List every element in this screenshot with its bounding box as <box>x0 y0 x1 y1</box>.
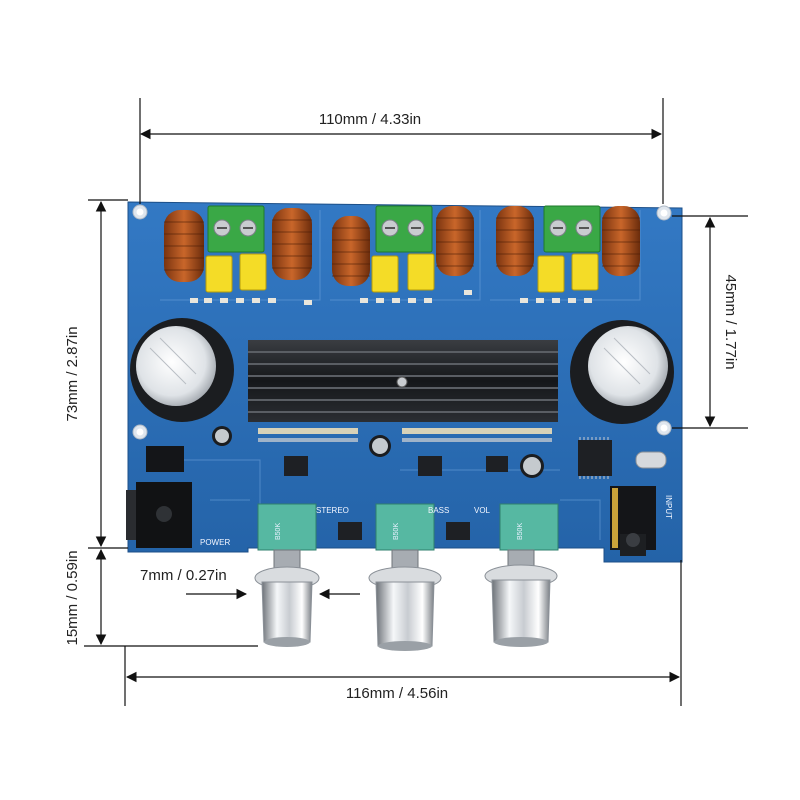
knob-bass <box>368 549 442 651</box>
silk-input-label: INPUT <box>664 495 673 519</box>
film-capacitors <box>205 253 599 293</box>
ic-pins <box>579 437 609 479</box>
film-capacitor <box>537 255 565 293</box>
knob-vol <box>484 549 558 647</box>
header-pins <box>258 428 552 442</box>
inductor-coil <box>436 206 474 276</box>
mounting-hole <box>136 208 144 216</box>
pcb-board: POWER STEREO BASS VOL INPUT B50K B50K B5… <box>126 201 683 563</box>
dim-label-top-width: 110mm / 4.33in <box>319 111 421 128</box>
film-capacitor <box>371 255 399 293</box>
integrated-circuits <box>284 440 612 540</box>
potentiometer-housing <box>257 503 317 551</box>
heatsink <box>248 340 558 422</box>
dim-label-bottom-width: 116mm / 4.56in <box>346 685 448 702</box>
potentiometer-housing <box>499 503 559 551</box>
film-capacitor <box>239 253 267 291</box>
mounting-holes <box>132 204 672 440</box>
inductor-coils <box>164 206 640 286</box>
film-capacitor <box>205 255 233 293</box>
mounting-hole <box>660 424 668 432</box>
dim-label-knob-diameter: 7mm / 0.27in <box>140 567 227 584</box>
film-capacitor <box>571 253 599 291</box>
heatsink-screw <box>396 376 408 388</box>
dimension-lines <box>84 98 748 706</box>
silk-power-label: POWER <box>200 538 230 547</box>
speaker-terminal <box>207 205 265 253</box>
potentiometer-housing <box>375 503 435 551</box>
silk-stereo-label: STEREO <box>316 506 349 515</box>
ic-chip <box>418 456 442 476</box>
ic-chip <box>284 456 308 476</box>
knobs <box>254 549 558 651</box>
power-jack <box>126 446 192 548</box>
potentiometers <box>257 503 559 551</box>
smd-components <box>190 290 592 305</box>
silk-vol-label: VOL <box>474 506 491 515</box>
audio-input-jack <box>610 486 656 556</box>
mounting-hole <box>136 428 144 436</box>
silk-bass-label: BASS <box>428 506 449 515</box>
small-capacitors <box>212 426 544 478</box>
knob-stereo <box>254 549 320 647</box>
pot-label: B50K <box>517 523 524 540</box>
mounting-hole <box>660 209 668 217</box>
inductor-coil <box>496 206 534 276</box>
ic-chip <box>338 522 362 540</box>
pot-label: B50K <box>393 523 400 540</box>
dim-label-left-height: 73mm / 2.87in <box>64 326 81 421</box>
ic-chip <box>486 456 508 472</box>
electrolytic-capacitor-right <box>570 320 674 424</box>
electrolytic-capacitor-left <box>130 318 234 422</box>
inductor-coil <box>332 216 370 286</box>
dim-label-hole-spacing: 45mm / 1.77in <box>722 274 739 369</box>
film-capacitor <box>407 253 435 291</box>
speaker-terminals <box>207 205 601 253</box>
inductor-coil <box>602 206 640 276</box>
dim-label-knob-height: 15mm / 0.59in <box>64 550 81 645</box>
crystal-oscillator <box>635 451 667 469</box>
pot-label: B50K <box>275 523 282 540</box>
speaker-terminal <box>375 205 433 253</box>
ic-chip <box>446 522 470 540</box>
ic-chip <box>578 440 612 476</box>
speaker-terminal <box>543 205 601 253</box>
